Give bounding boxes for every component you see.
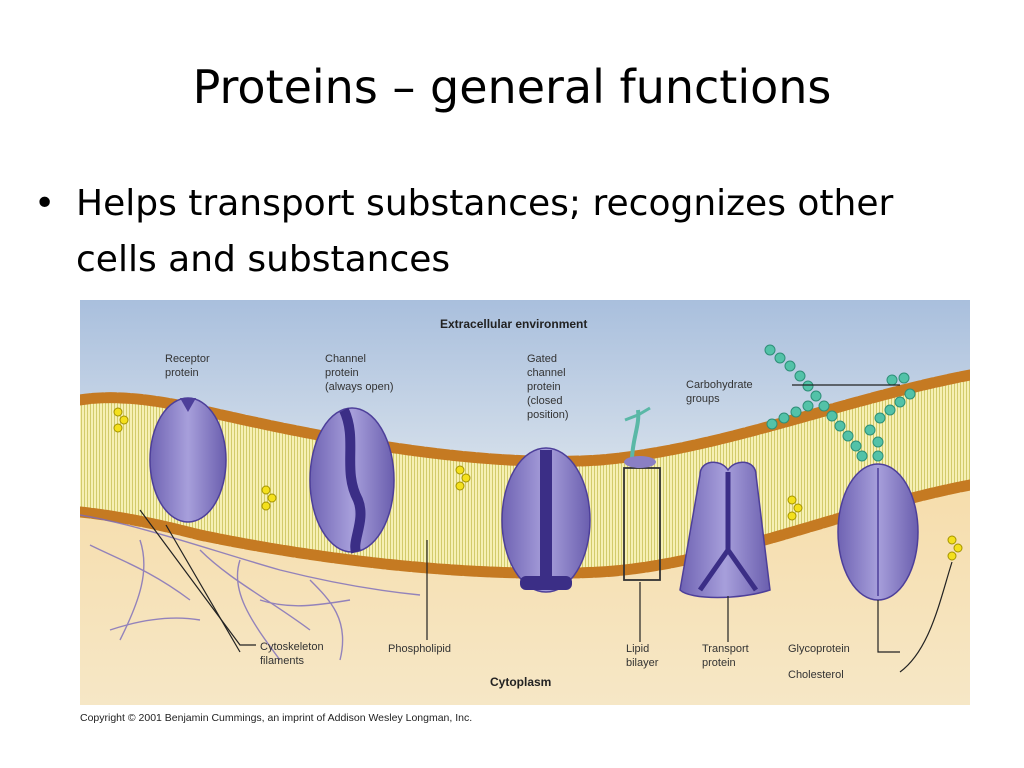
- bullet-text: Helps transport substances; recognizes o…: [76, 183, 894, 280]
- gated-label-line3: protein: [527, 381, 561, 393]
- transport-protein: [679, 461, 771, 599]
- transport-label-line1: Transport: [702, 643, 749, 655]
- lipid-bilayer-label-line2: bilayer: [626, 657, 659, 669]
- bullet-list: • Helps transport substances; recognizes…: [34, 176, 964, 288]
- extracellular-label: Extracellular environment: [440, 317, 587, 331]
- cytoskeleton-label-line1: Cytoskeleton: [260, 641, 324, 653]
- receptor-label-line1: Receptor: [165, 353, 210, 365]
- bullet-item: • Helps transport substances; recognizes…: [34, 176, 964, 288]
- gated-label-line1: Gated: [527, 353, 557, 365]
- transport-label-line2: protein: [702, 657, 736, 669]
- cytoplasm-label: Cytoplasm: [490, 675, 551, 689]
- gated-label-line5: position): [527, 409, 569, 421]
- channel-protein: [309, 407, 395, 554]
- channel-label-line1: Channel: [325, 353, 366, 365]
- glycoprotein-label: Glycoprotein: [788, 643, 850, 655]
- channel-label-line3: (always open): [325, 381, 393, 393]
- leader-lines: [139, 384, 953, 673]
- slide-title: Proteins – general functions: [192, 60, 832, 114]
- carbohydrate-label-line1: Carbohydrate: [686, 379, 753, 391]
- lipid-bilayer-label-line1: Lipid: [626, 643, 649, 655]
- upper-lipid-heads: [80, 369, 970, 579]
- gated-label-line2: channel: [527, 367, 566, 379]
- membrane-svg: Extracellular environment Cytoplasm Rece…: [80, 300, 970, 705]
- cytoskeleton-filaments: [80, 514, 421, 661]
- copyright-notice: Copyright © 2001 Benjamin Cummings, an i…: [80, 712, 473, 724]
- glycoprotein: [837, 463, 919, 601]
- bullet-dot: •: [34, 183, 56, 224]
- gated-channel-protein: [501, 447, 591, 593]
- receptor-label-line2: protein: [165, 367, 199, 379]
- receptor-protein: [149, 397, 227, 523]
- gated-label-line4: (closed: [527, 395, 562, 407]
- small-glycolipid: [624, 406, 656, 468]
- channel-label-line2: protein: [325, 367, 359, 379]
- cholesterol-molecules: [113, 407, 963, 561]
- cytoskeleton-label-line2: filaments: [260, 655, 305, 667]
- cholesterol-label: Cholesterol: [788, 669, 844, 681]
- phospholipid-label: Phospholipid: [388, 643, 451, 655]
- carbohydrate-label-line2: groups: [686, 393, 720, 405]
- carbohydrate-groups: [764, 344, 916, 462]
- extracellular-region: [80, 300, 970, 462]
- membrane-diagram: Extracellular environment Cytoplasm Rece…: [80, 300, 970, 705]
- lipid-bilayer-box: [623, 467, 661, 581]
